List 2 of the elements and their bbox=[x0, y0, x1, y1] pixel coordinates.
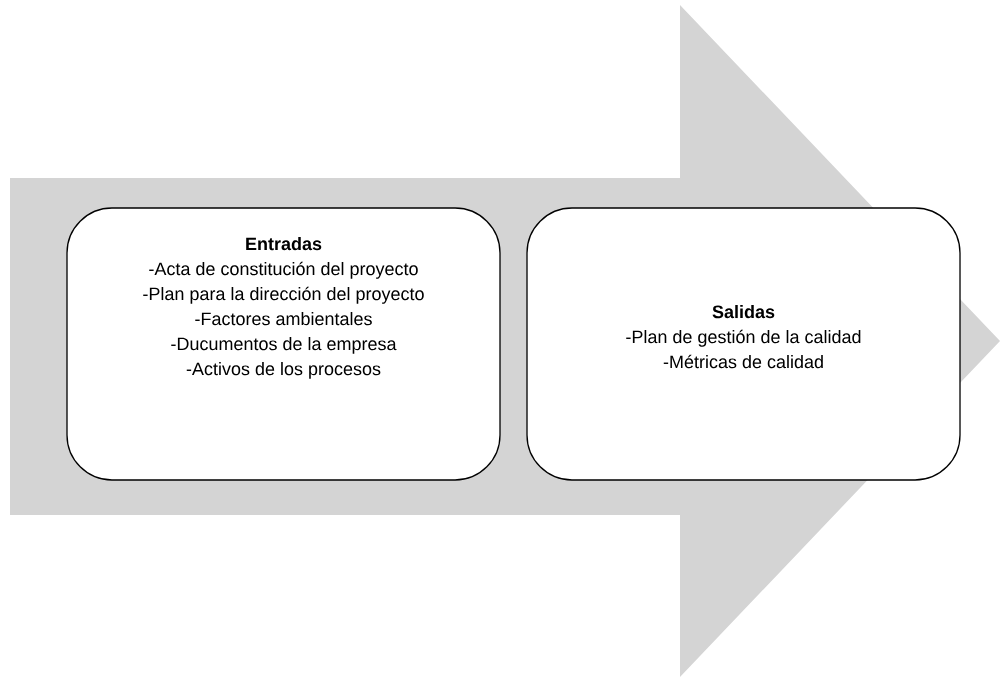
rounded-box: Salidas -Plan de gestión de la calidad -Métricas de calidad bbox=[526, 207, 961, 481]
rounded-box: Entradas -Acta de constitución del proyecto -Plan para la dirección del proyecto -Factores ambientales -Ducumentos de la empresa -Activos de los procesos bbox=[66, 207, 501, 481]
